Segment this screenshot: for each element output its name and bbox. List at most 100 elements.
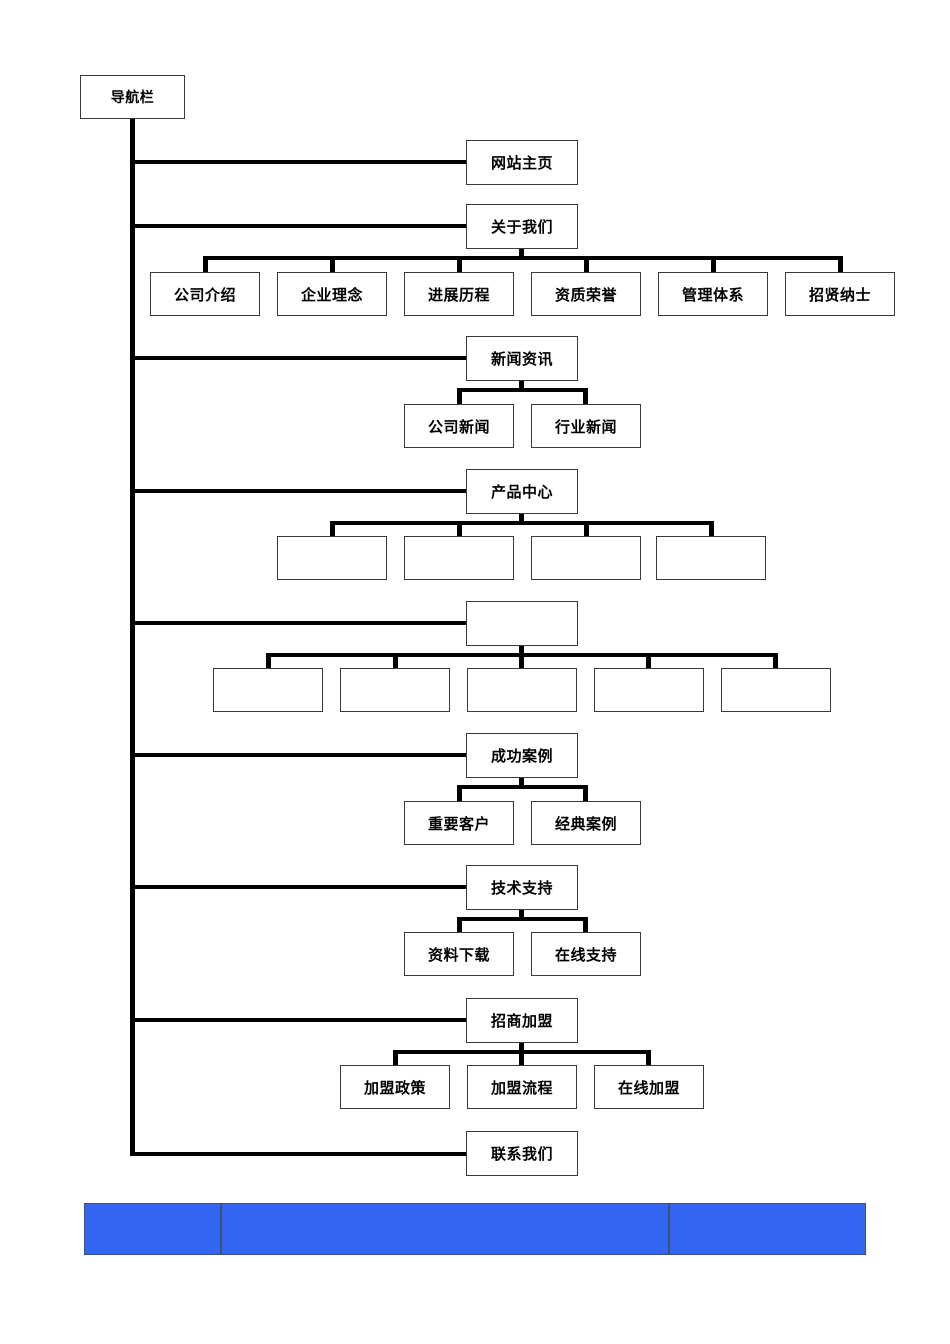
footer-blue-table	[84, 1203, 866, 1255]
connector-products-stub-1	[330, 521, 335, 538]
connector-franchise-stub-3	[646, 1050, 651, 1067]
node-blank-section-child-3[interactable]	[467, 668, 577, 712]
connector-root-to-products	[130, 489, 468, 493]
node-news-child-1[interactable]: 公司新闻	[404, 404, 514, 448]
connector-franchise-drop	[519, 1043, 524, 1054]
node-label: 在线支持	[554, 945, 617, 964]
node-about-child-2[interactable]: 企业理念	[277, 272, 387, 316]
node-label: 进展历程	[427, 285, 490, 304]
connector-products-stub-3	[584, 521, 589, 538]
node-franchise-child-2[interactable]: 加盟流程	[467, 1065, 577, 1109]
footer-cell-2[interactable]	[221, 1203, 669, 1255]
node-label: 资质荣誉	[554, 285, 617, 304]
connector-products-bus	[330, 521, 714, 525]
node-products-child-3[interactable]	[531, 536, 641, 580]
node-blank-section-child-4[interactable]	[594, 668, 704, 712]
node-franchise-child-3[interactable]: 在线加盟	[594, 1065, 704, 1109]
node-products[interactable]: 产品中心	[466, 469, 578, 514]
node-label: 管理体系	[681, 285, 744, 304]
connector-blank-section-stub-2	[393, 653, 398, 670]
connector-about-stub-5	[711, 256, 716, 273]
connector-support-stub-2	[583, 917, 588, 934]
node-news[interactable]: 新闻资讯	[466, 336, 578, 381]
connector-root-to-news	[130, 356, 468, 360]
connector-news-stub-1	[457, 388, 462, 405]
node-label: 行业新闻	[554, 417, 617, 436]
node-about[interactable]: 关于我们	[466, 204, 578, 249]
node-franchise-child-1[interactable]: 加盟政策	[340, 1065, 450, 1109]
node-label: 经典案例	[554, 814, 617, 833]
node-blank-section-child-5[interactable]	[721, 668, 831, 712]
node-label: 技术支持	[490, 879, 553, 897]
node-about-child-4[interactable]: 资质荣誉	[531, 272, 641, 316]
connector-products-stub-4	[709, 521, 714, 538]
connector-blank-section-stub-3	[519, 653, 524, 670]
node-about-child-5[interactable]: 管理体系	[658, 272, 768, 316]
node-root-navbar[interactable]: 导航栏	[80, 75, 185, 119]
connector-products-drop	[519, 514, 524, 525]
node-label: 公司介绍	[173, 285, 236, 304]
node-label: 新闻资讯	[490, 350, 553, 368]
connector-about-stub-6	[838, 256, 843, 273]
node-label: 联系我们	[490, 1145, 553, 1163]
node-label: 导航栏	[110, 90, 155, 106]
node-label: 公司新闻	[427, 417, 490, 436]
connector-products-stub-2	[457, 521, 462, 538]
node-support-child-2[interactable]: 在线支持	[531, 932, 641, 976]
node-news-child-2[interactable]: 行业新闻	[531, 404, 641, 448]
node-products-child-1[interactable]	[277, 536, 387, 580]
node-cases-child-2[interactable]: 经典案例	[531, 801, 641, 845]
connector-about-bus	[203, 256, 843, 260]
node-blank-section[interactable]	[466, 601, 578, 646]
node-label: 招商加盟	[490, 1012, 553, 1030]
footer-cell-3[interactable]	[669, 1203, 866, 1255]
connector-about-stub-4	[584, 256, 589, 273]
node-about-child-6[interactable]: 招贤纳士	[785, 272, 895, 316]
connector-cases-bus	[457, 785, 588, 789]
connector-blank-section-stub-1	[266, 653, 271, 670]
node-label: 资料下载	[427, 945, 490, 964]
node-label: 重要客户	[427, 814, 490, 833]
node-label: 网站主页	[490, 154, 553, 172]
connector-news-drop	[519, 381, 524, 392]
connector-cases-drop	[519, 778, 524, 789]
connector-support-bus	[457, 917, 588, 921]
connector-root-to-franchise	[130, 1018, 468, 1022]
node-cases-child-1[interactable]: 重要客户	[404, 801, 514, 845]
connector-root-to-about	[130, 224, 468, 228]
connector-root-to-cases	[130, 753, 468, 757]
node-label: 关于我们	[490, 218, 553, 236]
connector-news-bus	[457, 388, 588, 392]
connector-blank-section-stub-5	[773, 653, 778, 670]
node-support[interactable]: 技术支持	[466, 865, 578, 910]
node-cases[interactable]: 成功案例	[466, 733, 578, 778]
node-label: 在线加盟	[617, 1078, 680, 1097]
node-about-child-3[interactable]: 进展历程	[404, 272, 514, 316]
connector-root-to-home	[130, 160, 468, 164]
node-label: 产品中心	[490, 483, 553, 501]
node-support-child-1[interactable]: 资料下载	[404, 932, 514, 976]
node-about-child-1[interactable]: 公司介绍	[150, 272, 260, 316]
node-label: 加盟政策	[363, 1078, 426, 1097]
connector-support-stub-1	[457, 917, 462, 934]
node-blank-section-child-1[interactable]	[213, 668, 323, 712]
node-franchise[interactable]: 招商加盟	[466, 998, 578, 1043]
node-products-child-2[interactable]	[404, 536, 514, 580]
node-contact[interactable]: 联系我们	[466, 1131, 578, 1176]
node-home[interactable]: 网站主页	[466, 140, 578, 185]
footer-cell-1[interactable]	[84, 1203, 221, 1255]
node-blank-section-child-2[interactable]	[340, 668, 450, 712]
connector-root-to-blank-section	[130, 621, 468, 625]
connector-franchise-stub-1	[393, 1050, 398, 1067]
node-products-child-4[interactable]	[656, 536, 766, 580]
node-label: 成功案例	[490, 747, 553, 765]
connector-blank-section-stub-4	[646, 653, 651, 670]
trunk-vertical-line	[130, 119, 135, 1156]
connector-cases-stub-2	[583, 785, 588, 802]
connector-cases-stub-1	[457, 785, 462, 802]
node-label: 企业理念	[300, 285, 363, 304]
connector-franchise-stub-2	[519, 1050, 524, 1067]
connector-about-stub-1	[203, 256, 208, 273]
connector-root-to-contact	[130, 1152, 468, 1156]
